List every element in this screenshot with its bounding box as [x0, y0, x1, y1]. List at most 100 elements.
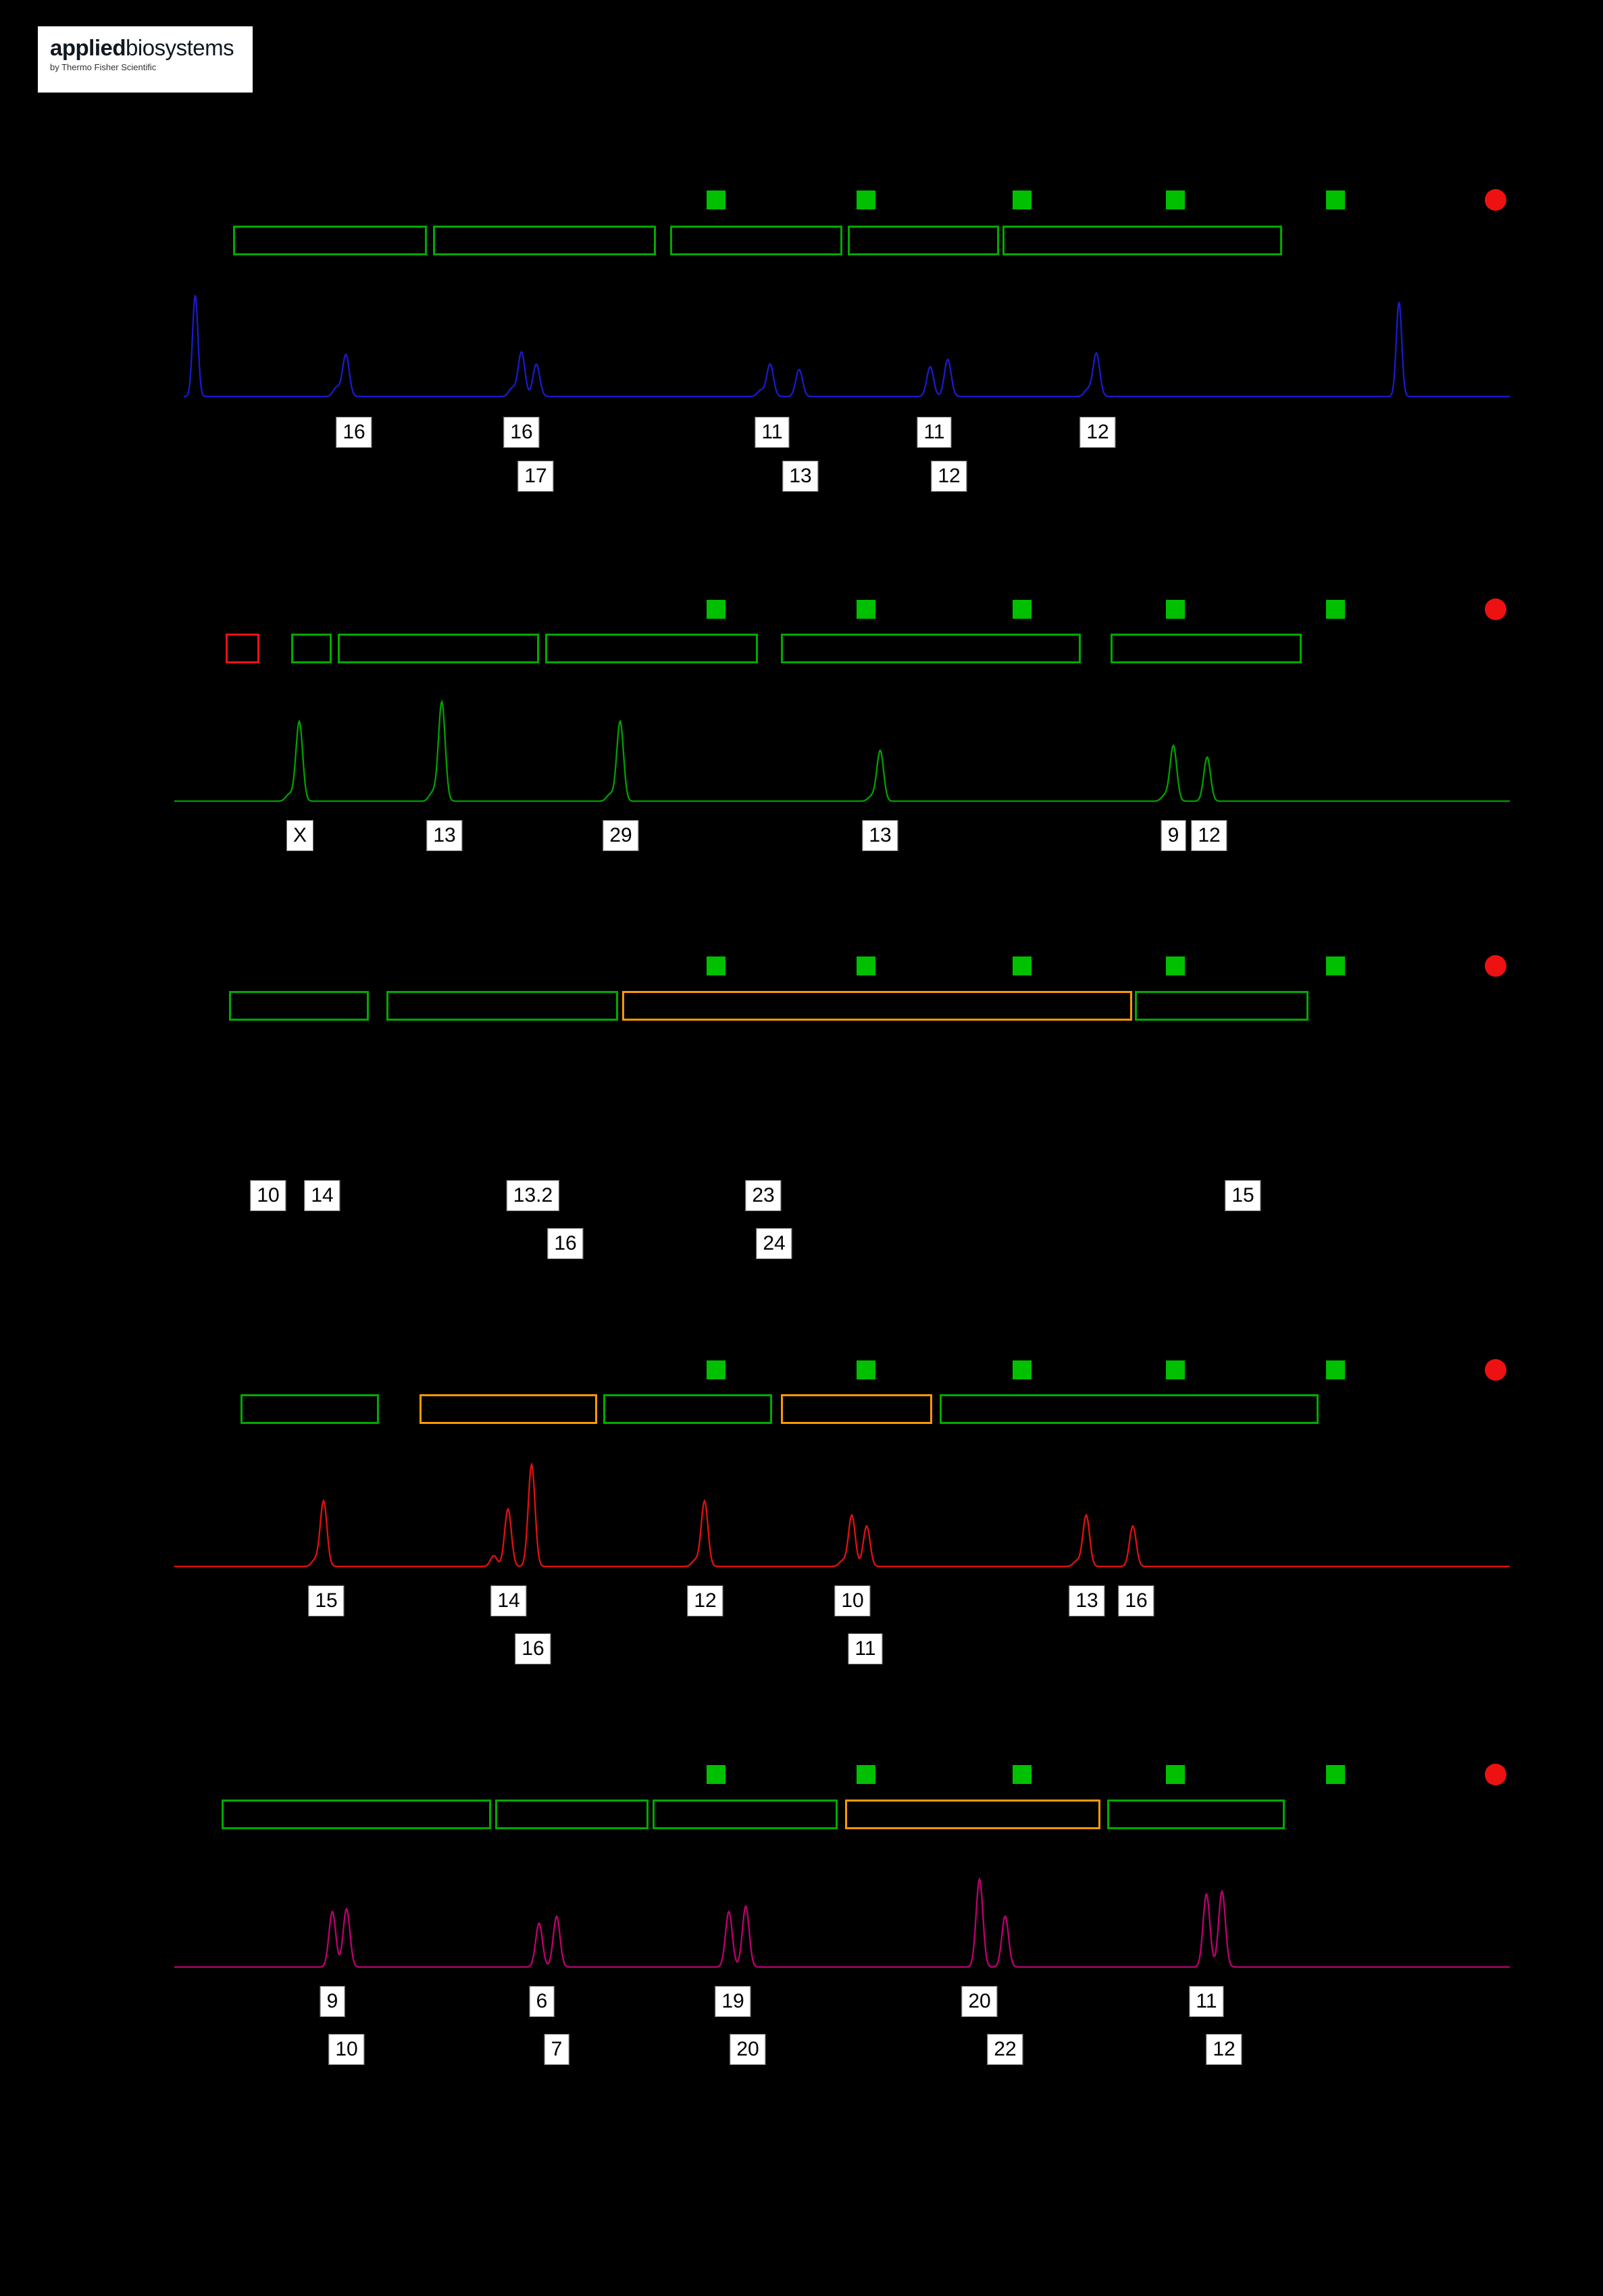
allele-call-label[interactable]: 10: [250, 1180, 286, 1211]
red-dye-trace: [174, 1462, 1510, 1568]
marker-range-box-green: [670, 226, 842, 255]
genotype-quality-pass-square: [707, 1765, 726, 1784]
allele-call-label[interactable]: 16: [336, 417, 372, 448]
genotype-quality-pass-square: [1013, 1765, 1032, 1784]
genotype-quality-pass-square: [857, 1765, 875, 1784]
marker-range-box-green: [653, 1800, 838, 1829]
marker-range-box-green: [240, 1394, 379, 1424]
purple-dye-trace: [174, 1877, 1510, 1968]
genotype-quality-pass-square: [1326, 600, 1345, 619]
genotype-quality-pass-square: [707, 956, 726, 975]
marker-range-box-red: [226, 634, 259, 663]
allele-call-label[interactable]: 11: [1189, 1986, 1224, 2017]
allele-call-label[interactable]: 13: [782, 461, 819, 492]
logo-brand-bold: applied: [50, 35, 126, 60]
allele-call-label[interactable]: 11: [917, 417, 952, 448]
quality-fail-circle: [1485, 189, 1506, 211]
marker-range-box-green: [222, 1800, 491, 1829]
genotype-quality-pass-square: [1326, 1360, 1345, 1379]
marker-range-box-orange: [845, 1800, 1100, 1829]
allele-call-label[interactable]: 12: [1191, 820, 1227, 851]
marker-range-box-green: [603, 1394, 772, 1424]
allele-call-label[interactable]: 13: [1069, 1585, 1105, 1616]
allele-call-label[interactable]: 6: [529, 1986, 555, 2017]
allele-call-label[interactable]: 12: [1206, 2034, 1242, 2065]
genotype-quality-pass-square: [857, 956, 875, 975]
allele-call-label[interactable]: 11: [848, 1633, 883, 1664]
allele-call-label[interactable]: 15: [1225, 1180, 1261, 1211]
genotype-quality-pass-square: [707, 600, 726, 619]
logo-brand-light: biosystems: [126, 35, 234, 60]
genotype-quality-pass-square: [707, 1360, 726, 1379]
quality-fail-circle: [1485, 598, 1506, 620]
allele-call-label[interactable]: 29: [603, 820, 639, 851]
allele-call-label[interactable]: 12: [931, 461, 967, 492]
logo-tagline: by Thermo Fisher Scientific: [50, 62, 157, 73]
marker-range-box-green: [545, 634, 758, 663]
allele-call-label[interactable]: 20: [730, 2034, 766, 2065]
marker-range-box-green: [291, 634, 332, 663]
genotype-quality-pass-square: [1166, 1360, 1185, 1379]
marker-range-box-green: [386, 991, 618, 1021]
allele-call-label[interactable]: 9: [320, 1986, 345, 2017]
genotype-quality-pass-square: [1013, 1360, 1032, 1379]
allele-call-label[interactable]: 13: [426, 820, 463, 851]
quality-fail-circle: [1485, 1359, 1506, 1381]
marker-range-box-green: [848, 226, 999, 255]
allele-call-label[interactable]: 7: [544, 2034, 569, 2065]
allele-call-label[interactable]: 16: [503, 417, 540, 448]
marker-range-box-green: [495, 1800, 648, 1829]
marker-range-box-green: [1111, 634, 1302, 663]
genotype-quality-pass-square: [857, 1360, 875, 1379]
allele-call-label[interactable]: 17: [517, 461, 554, 492]
allele-call-label[interactable]: 20: [961, 1986, 998, 2017]
allele-call-label[interactable]: 11: [755, 417, 790, 448]
allele-call-label[interactable]: 10: [834, 1585, 871, 1616]
genotype-quality-pass-square: [1013, 600, 1032, 619]
marker-range-box-green: [1002, 226, 1282, 255]
marker-range-box-orange: [781, 1394, 932, 1424]
allele-call-label[interactable]: 16: [1118, 1585, 1154, 1616]
allele-call-label[interactable]: 12: [687, 1585, 723, 1616]
genotype-quality-pass-square: [857, 600, 875, 619]
genotype-quality-pass-square: [1013, 190, 1032, 209]
marker-range-box-green: [940, 1394, 1319, 1424]
marker-range-box-orange: [622, 991, 1132, 1021]
allele-call-label[interactable]: 15: [308, 1585, 345, 1616]
genotype-quality-pass-square: [1013, 956, 1032, 975]
allele-call-label[interactable]: 16: [547, 1228, 584, 1259]
quality-fail-circle: [1485, 955, 1506, 977]
marker-range-box-green: [433, 226, 656, 255]
green-dye-trace: [174, 699, 1510, 802]
genotype-quality-pass-square: [707, 190, 726, 209]
allele-call-label[interactable]: 16: [515, 1633, 551, 1664]
allele-call-label[interactable]: 22: [987, 2034, 1023, 2065]
marker-range-box-green: [1135, 991, 1308, 1021]
allele-call-label[interactable]: 14: [490, 1585, 527, 1616]
marker-range-box-green: [233, 226, 427, 255]
quality-fail-circle: [1485, 1764, 1506, 1785]
marker-range-box-green: [229, 991, 369, 1021]
genotype-quality-pass-square: [1326, 956, 1345, 975]
allele-call-label[interactable]: 24: [756, 1228, 792, 1259]
allele-call-label[interactable]: 13.2: [506, 1180, 560, 1211]
marker-range-box-green: [1107, 1800, 1285, 1829]
applied-biosystems-logo: appliedbiosystems by Thermo Fisher Scien…: [38, 26, 253, 93]
allele-call-label[interactable]: 12: [1079, 417, 1116, 448]
allele-call-label[interactable]: 14: [304, 1180, 340, 1211]
genotype-quality-pass-square: [1166, 1765, 1185, 1784]
allele-call-label[interactable]: X: [286, 820, 314, 851]
allele-call-label[interactable]: 23: [745, 1180, 782, 1211]
genotype-quality-pass-square: [1166, 600, 1185, 619]
genotype-quality-pass-square: [857, 190, 875, 209]
allele-call-label[interactable]: 10: [328, 2034, 365, 2065]
allele-call-label[interactable]: 13: [862, 820, 898, 851]
marker-range-box-orange: [419, 1394, 597, 1424]
genotype-quality-pass-square: [1326, 1765, 1345, 1784]
blue-dye-trace: [183, 295, 1510, 398]
marker-range-box-green: [338, 634, 539, 663]
allele-call-label[interactable]: 9: [1161, 820, 1186, 851]
genotype-quality-pass-square: [1326, 190, 1345, 209]
allele-call-label[interactable]: 19: [715, 1986, 751, 2017]
